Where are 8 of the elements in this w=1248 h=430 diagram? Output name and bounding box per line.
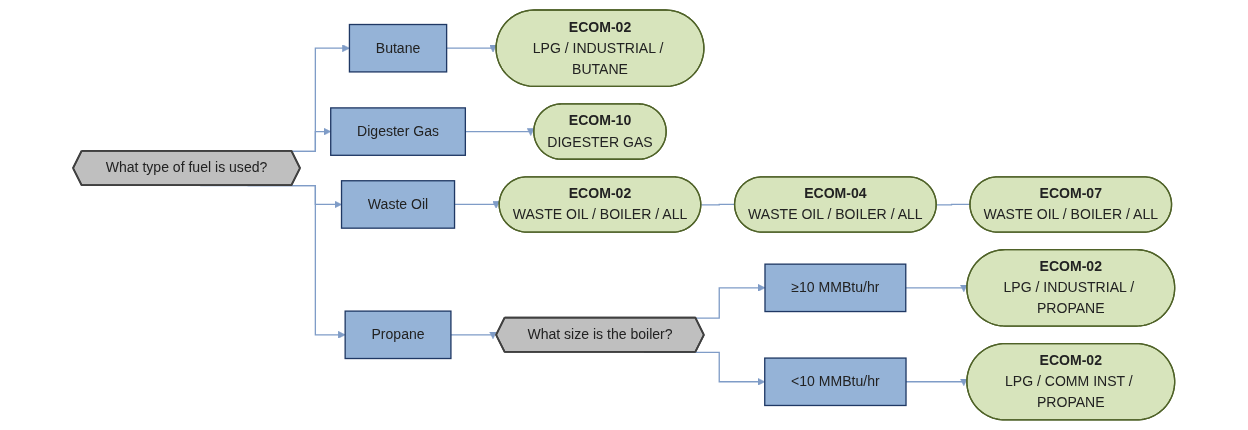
node-box: ≥10 MMBtu/hr bbox=[764, 263, 907, 313]
node-box: Propane bbox=[344, 310, 452, 360]
arrow bbox=[446, 44, 497, 53]
node-box: Waste Oil bbox=[341, 180, 456, 229]
node-box: Butane bbox=[348, 23, 448, 73]
node-box: Digester Gas bbox=[330, 107, 467, 156]
node-box: <10 MMBtu/hr bbox=[764, 357, 907, 407]
arrow bbox=[905, 284, 968, 293]
